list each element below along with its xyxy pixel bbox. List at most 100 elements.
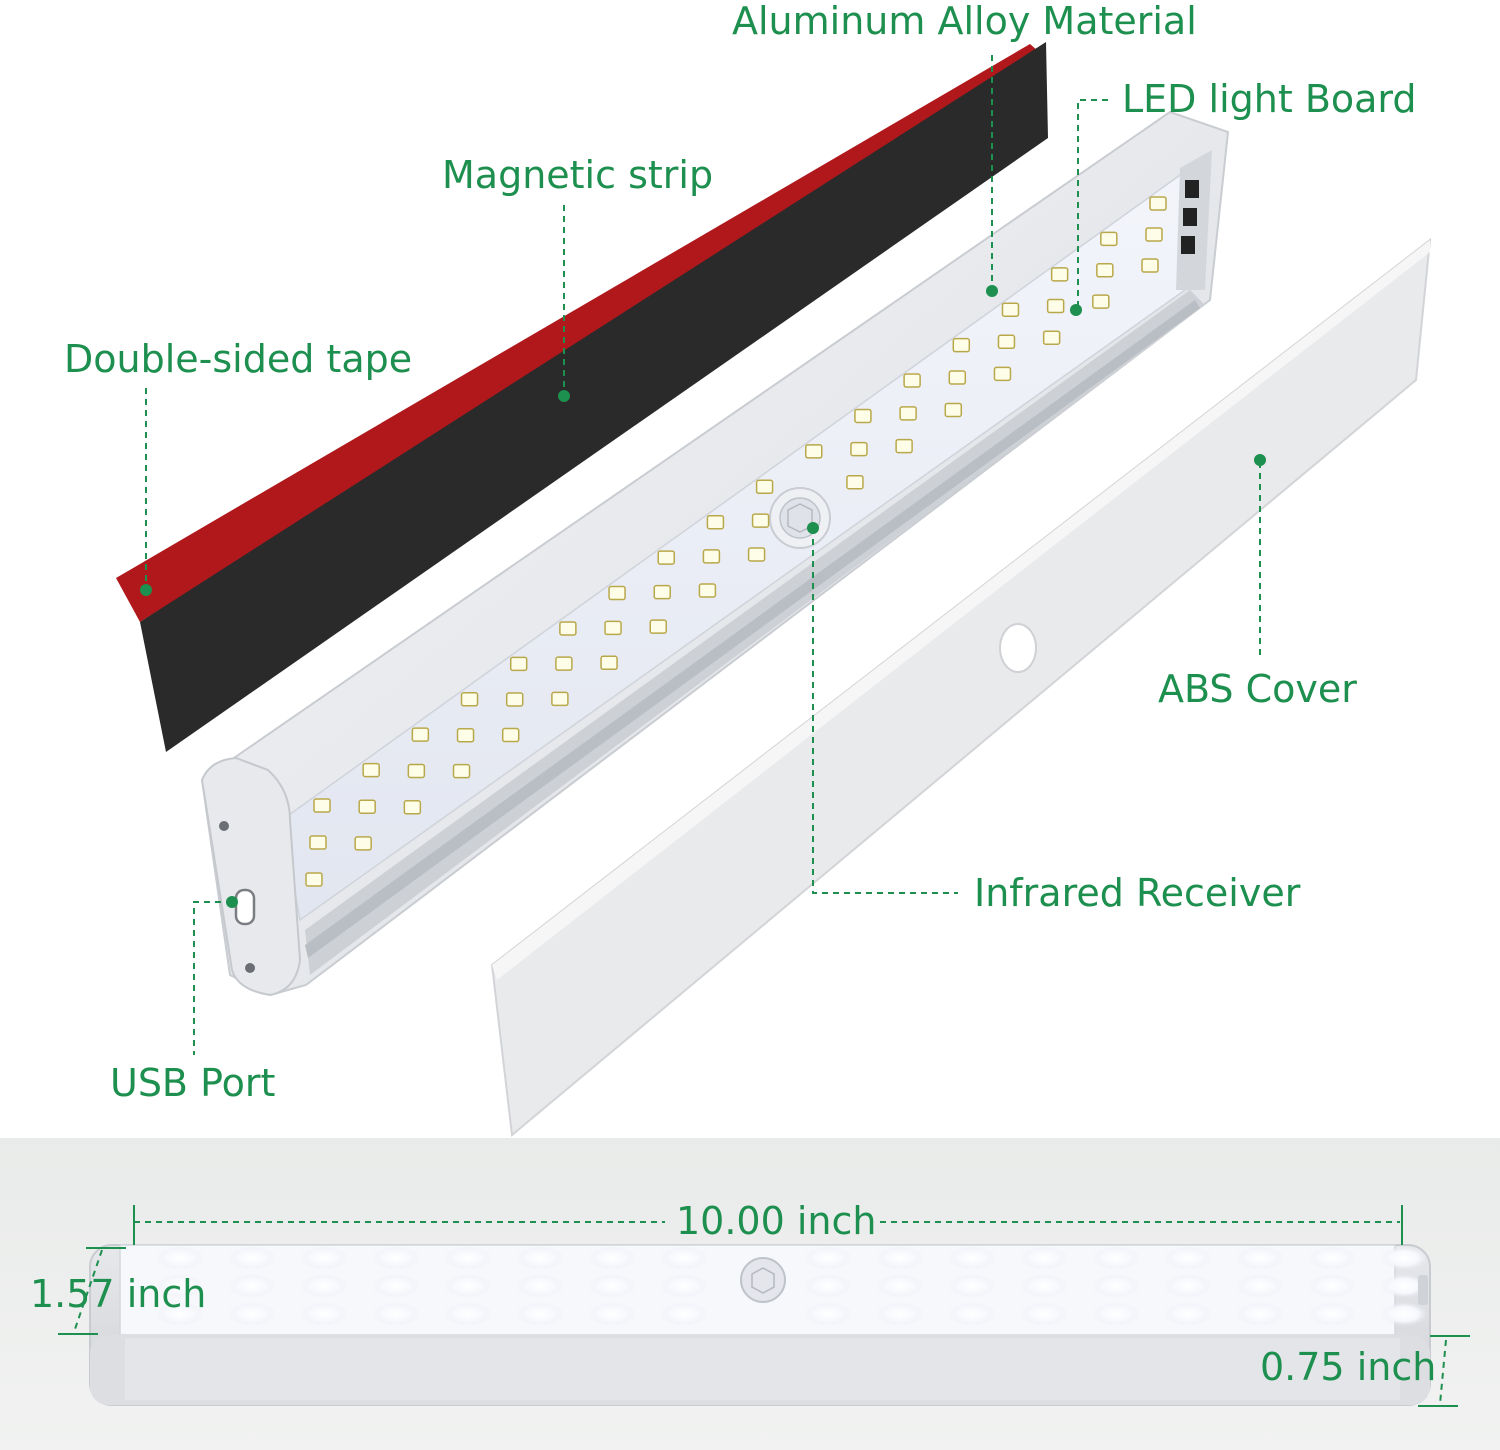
front-led	[156, 1274, 204, 1298]
front-led	[1380, 1246, 1428, 1270]
front-led	[444, 1302, 492, 1326]
front-led	[444, 1246, 492, 1270]
front-led	[948, 1302, 996, 1326]
front-led	[1164, 1302, 1212, 1326]
led-chip	[608, 585, 626, 601]
front-led	[876, 1302, 924, 1326]
front-led	[1020, 1302, 1068, 1326]
led-chip	[751, 513, 770, 528]
front-led	[948, 1274, 996, 1298]
abs-cover-sensor-hole	[999, 623, 1037, 673]
led-chip	[993, 366, 1012, 382]
led-chip	[850, 441, 868, 457]
led-chip	[509, 656, 528, 672]
front-led	[588, 1246, 636, 1270]
led-chip	[460, 692, 479, 707]
front-led	[1020, 1274, 1068, 1298]
led-chip	[1092, 294, 1110, 309]
led-chip	[600, 655, 618, 671]
led-chip	[309, 835, 327, 850]
usb-port-slot	[234, 888, 256, 926]
front-led	[660, 1246, 708, 1270]
dimension-ticks	[58, 1205, 1470, 1407]
front-led	[804, 1302, 852, 1326]
led-chip	[313, 798, 331, 813]
led-chip	[997, 334, 1016, 350]
label-led-board: LED light Board	[1122, 77, 1417, 121]
magnetic-strip	[140, 42, 1048, 752]
led-chip	[1100, 231, 1118, 247]
front-led	[300, 1302, 348, 1326]
led-chip	[653, 584, 671, 600]
led-chip	[1141, 258, 1159, 273]
front-led	[660, 1302, 708, 1326]
led-chip	[952, 337, 971, 353]
led-chip	[456, 727, 475, 743]
switch-button	[1183, 208, 1197, 226]
label-aluminum-alloy: Aluminum Alloy Material	[732, 0, 1197, 43]
led-chip	[1096, 263, 1114, 278]
led-chip	[895, 438, 913, 454]
led-chip	[403, 800, 422, 815]
front-led	[588, 1302, 636, 1326]
led-chip	[1050, 267, 1069, 282]
label-infrared-receiver: Infrared Receiver	[974, 871, 1301, 915]
led-chip	[649, 619, 667, 634]
front-led	[228, 1302, 276, 1326]
front-led	[1164, 1246, 1212, 1270]
led-chip	[747, 547, 766, 562]
front-led	[156, 1302, 204, 1326]
front-led	[1308, 1302, 1356, 1326]
led-chip	[1042, 330, 1061, 345]
front-led	[300, 1274, 348, 1298]
label-magnetic-strip: Magnetic strip	[442, 153, 714, 197]
dimension-length: 10.00 inch	[676, 1199, 877, 1243]
front-led	[372, 1274, 420, 1298]
led-chip	[559, 621, 577, 636]
front-led	[948, 1246, 996, 1270]
dimension-depth: 0.75 inch	[1260, 1345, 1437, 1389]
label-double-sided-tape: Double-sided tape	[64, 337, 413, 381]
led-chip	[702, 549, 721, 564]
switch-button	[1185, 180, 1199, 198]
led-chip	[452, 763, 471, 779]
front-led	[876, 1246, 924, 1270]
led-chip	[944, 402, 963, 418]
front-led	[804, 1274, 852, 1298]
front-led	[876, 1274, 924, 1298]
front-led	[660, 1274, 708, 1298]
front-led	[1380, 1274, 1428, 1298]
front-led	[372, 1302, 420, 1326]
front-led	[1308, 1246, 1356, 1270]
leader-dots	[140, 285, 1266, 908]
front-led	[156, 1246, 204, 1270]
front-led	[1236, 1302, 1284, 1326]
led-chip	[755, 479, 774, 495]
front-led	[1308, 1274, 1356, 1298]
led-chip	[354, 836, 372, 851]
led-chip	[551, 691, 569, 707]
label-usb-port: USB Port	[110, 1061, 276, 1105]
front-led	[444, 1274, 492, 1298]
front-led	[228, 1274, 276, 1298]
front-led	[1380, 1302, 1428, 1326]
front-led	[1020, 1246, 1068, 1270]
led-chip	[1149, 196, 1167, 211]
left-end-cap	[200, 756, 302, 997]
led-chip	[305, 872, 323, 887]
led-chip	[899, 406, 917, 421]
front-led	[1092, 1246, 1140, 1270]
led-chip	[948, 370, 967, 385]
led-chip	[411, 727, 430, 742]
label-abs-cover: ABS Cover	[1158, 667, 1357, 711]
led-chip	[407, 763, 426, 779]
front-led-array	[156, 1246, 1428, 1326]
led-chip	[501, 727, 520, 743]
led-array	[305, 196, 1167, 887]
front-led	[516, 1302, 564, 1326]
switch-button	[1181, 236, 1195, 254]
front-led	[1092, 1302, 1140, 1326]
front-led	[1092, 1274, 1140, 1298]
led-chip	[505, 692, 524, 707]
